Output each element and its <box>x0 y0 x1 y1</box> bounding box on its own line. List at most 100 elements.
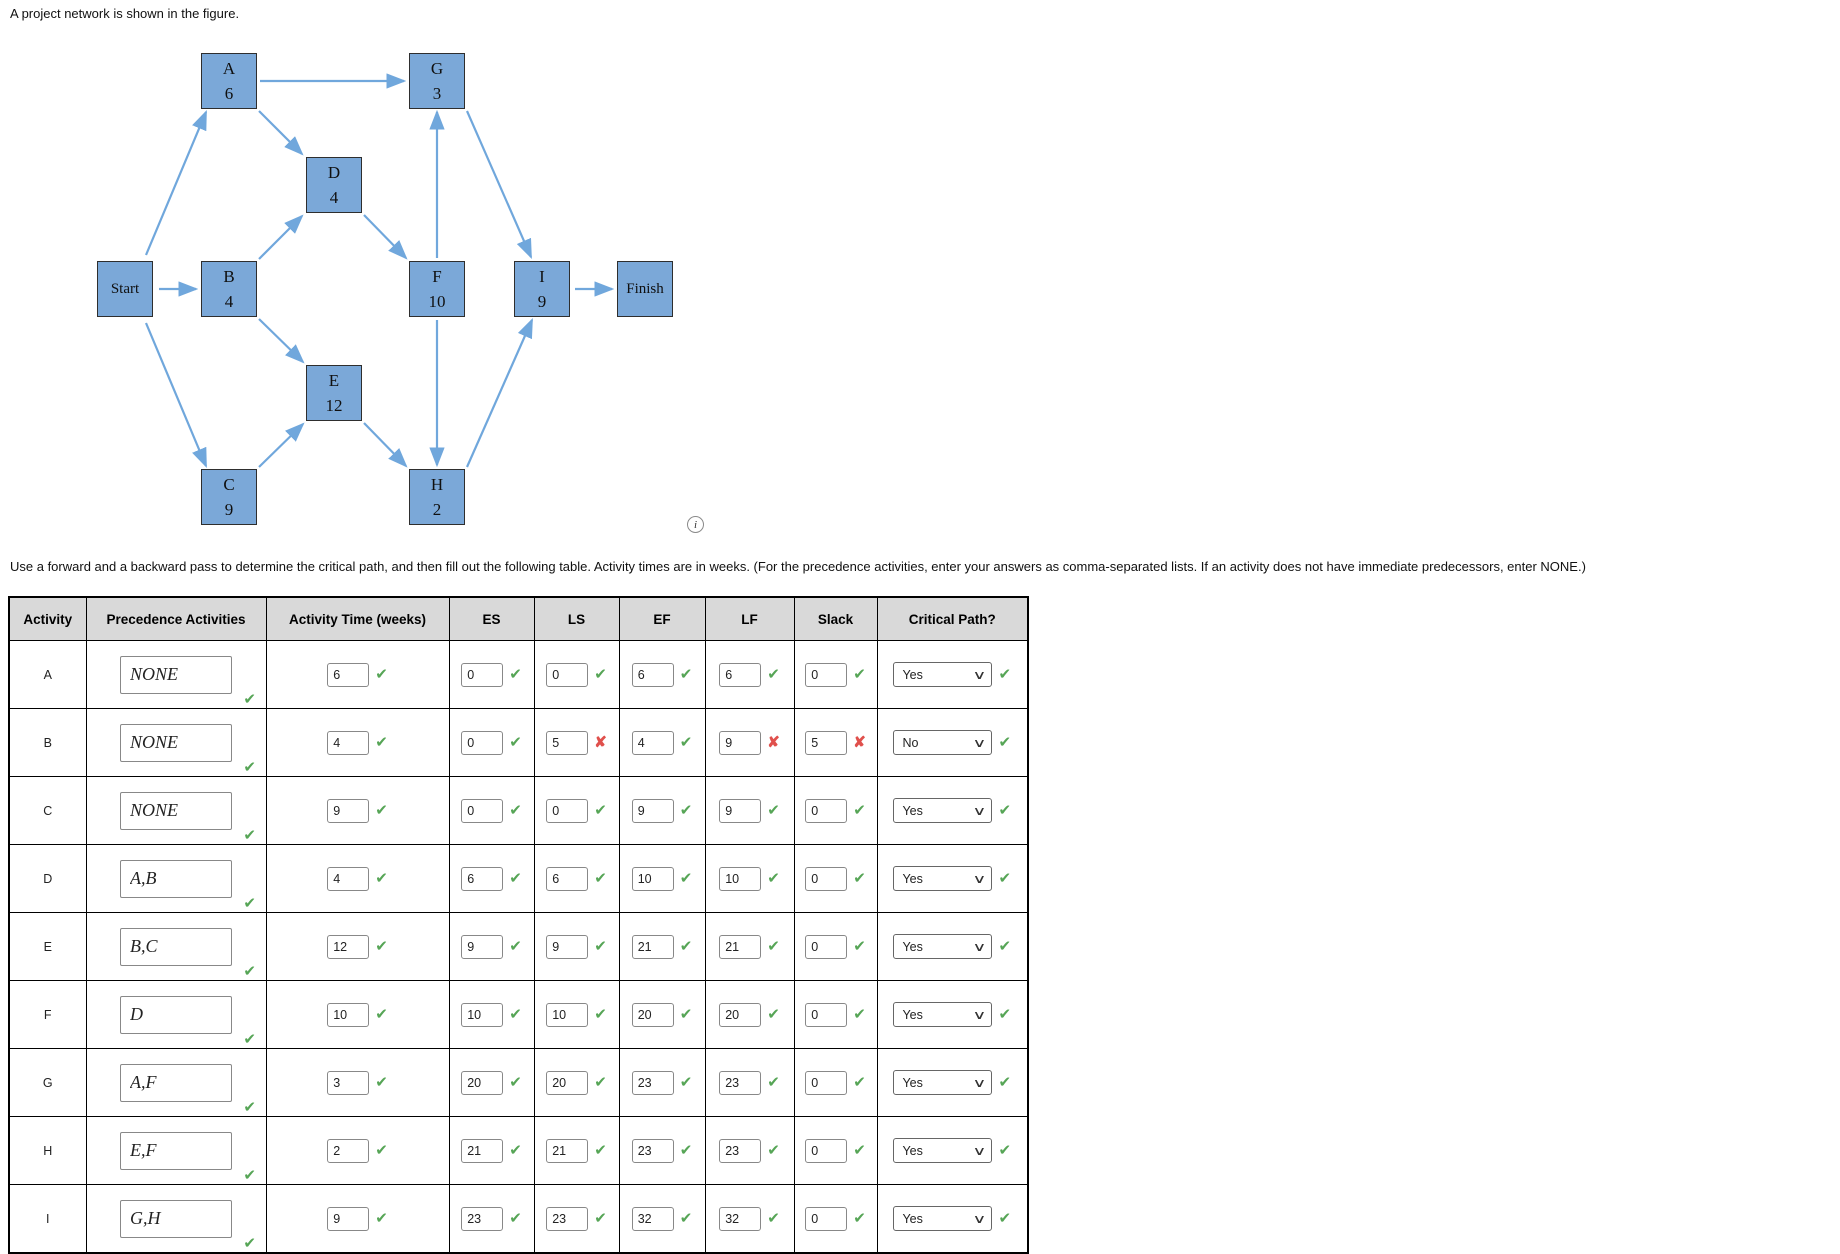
table-row: D Yes∨ <box>8 844 1029 913</box>
es-input[interactable] <box>461 662 504 687</box>
cross-icon <box>767 735 780 750</box>
ef-input[interactable] <box>631 730 674 755</box>
slack-input[interactable] <box>805 730 848 755</box>
check-icon <box>509 871 522 886</box>
precedence-input[interactable] <box>120 1131 232 1170</box>
table-header-row: Activity Precedence Activities Activity … <box>8 596 1029 641</box>
slack-input[interactable] <box>805 934 848 959</box>
ls-input[interactable] <box>546 1206 589 1231</box>
check-icon <box>509 667 522 682</box>
slack-input[interactable] <box>805 1002 848 1027</box>
slack-input[interactable] <box>805 662 848 687</box>
node-label: E <box>328 370 340 390</box>
es-input[interactable] <box>461 1138 504 1163</box>
col-header-ls: LS <box>533 596 620 641</box>
ef-input[interactable] <box>631 1206 674 1231</box>
time-input[interactable] <box>327 866 370 891</box>
precedence-input[interactable] <box>120 995 232 1034</box>
time-input[interactable] <box>327 798 370 823</box>
lf-input[interactable] <box>719 798 762 823</box>
check-icon <box>594 871 607 886</box>
critical-path-select[interactable]: Yes∨ <box>893 866 993 891</box>
ef-input[interactable] <box>631 662 674 687</box>
slack-input[interactable] <box>805 866 848 891</box>
ef-input[interactable] <box>631 1138 674 1163</box>
lf-input[interactable] <box>719 1138 762 1163</box>
lf-input[interactable] <box>719 866 762 891</box>
critical-path-select[interactable]: Yes∨ <box>893 1206 993 1231</box>
precedence-input[interactable] <box>120 723 232 762</box>
critical-path-select[interactable]: Yes∨ <box>893 798 993 823</box>
critical-path-select[interactable]: Yes∨ <box>893 1002 993 1027</box>
edge-h-i <box>465 317 534 468</box>
check-icon <box>998 667 1011 682</box>
lf-input[interactable] <box>719 1002 762 1027</box>
critical-path-select[interactable]: No∨ <box>893 730 993 755</box>
ls-input[interactable] <box>546 934 589 959</box>
critical-path-select[interactable]: Yes∨ <box>893 1070 993 1095</box>
check-icon <box>680 735 693 750</box>
ls-input[interactable] <box>546 1138 589 1163</box>
edge-b-d <box>258 214 304 260</box>
ls-input[interactable] <box>546 798 589 823</box>
time-input[interactable] <box>327 662 370 687</box>
lf-input[interactable] <box>719 662 762 687</box>
lf-input[interactable] <box>719 1070 762 1095</box>
time-input[interactable] <box>327 1002 370 1027</box>
time-input[interactable] <box>327 730 370 755</box>
time-input[interactable] <box>327 1070 370 1095</box>
check-icon <box>680 1075 693 1090</box>
es-input[interactable] <box>461 934 504 959</box>
es-input[interactable] <box>461 1206 504 1231</box>
col-header-es: ES <box>448 596 535 641</box>
precedence-input[interactable] <box>120 1199 232 1238</box>
precedence-input[interactable] <box>120 791 232 830</box>
critical-path-select[interactable]: Yes∨ <box>893 662 993 687</box>
lf-input[interactable] <box>719 730 762 755</box>
check-icon <box>853 803 866 818</box>
ef-input[interactable] <box>631 866 674 891</box>
slack-input[interactable] <box>805 1070 848 1095</box>
time-input[interactable] <box>327 1138 370 1163</box>
precedence-input[interactable] <box>120 859 232 898</box>
time-input[interactable] <box>327 934 370 959</box>
info-icon[interactable]: i <box>687 516 704 533</box>
ls-input[interactable] <box>546 662 589 687</box>
slack-input[interactable] <box>805 1206 848 1231</box>
slack-input[interactable] <box>805 1138 848 1163</box>
precedence-input[interactable] <box>120 1063 232 1102</box>
ef-input[interactable] <box>631 1070 674 1095</box>
check-icon <box>853 667 866 682</box>
col-header-ef: EF <box>618 596 706 641</box>
chevron-down-icon: ∨ <box>972 871 987 886</box>
es-input[interactable] <box>461 866 504 891</box>
critical-path-value: Yes <box>902 1143 923 1158</box>
critical-path-select[interactable]: Yes∨ <box>893 1138 993 1163</box>
check-icon <box>680 1211 693 1226</box>
es-input[interactable] <box>461 1002 504 1027</box>
critical-path-select[interactable]: Yes∨ <box>893 934 993 959</box>
ef-input[interactable] <box>631 934 674 959</box>
time-input[interactable] <box>327 1206 370 1231</box>
precedence-input[interactable] <box>120 927 232 966</box>
ls-input[interactable] <box>546 1002 589 1027</box>
lf-input[interactable] <box>719 1206 762 1231</box>
check-icon <box>853 871 866 886</box>
activity-label: B <box>43 735 52 750</box>
lf-input[interactable] <box>719 934 762 959</box>
instructions-text: Use a forward and a backward pass to det… <box>10 559 1586 574</box>
ls-input[interactable] <box>546 1070 589 1095</box>
precedence-input[interactable] <box>120 655 232 694</box>
ef-input[interactable] <box>631 798 674 823</box>
chevron-down-icon: ∨ <box>972 1075 987 1090</box>
ls-input[interactable] <box>546 730 589 755</box>
es-input[interactable] <box>461 1070 504 1095</box>
es-input[interactable] <box>461 730 504 755</box>
es-input[interactable] <box>461 798 504 823</box>
chevron-down-icon: ∨ <box>972 667 987 682</box>
ls-input[interactable] <box>546 866 589 891</box>
check-icon <box>375 939 388 954</box>
ef-input[interactable] <box>631 1002 674 1027</box>
slack-input[interactable] <box>805 798 848 823</box>
node-label: B <box>223 266 235 286</box>
